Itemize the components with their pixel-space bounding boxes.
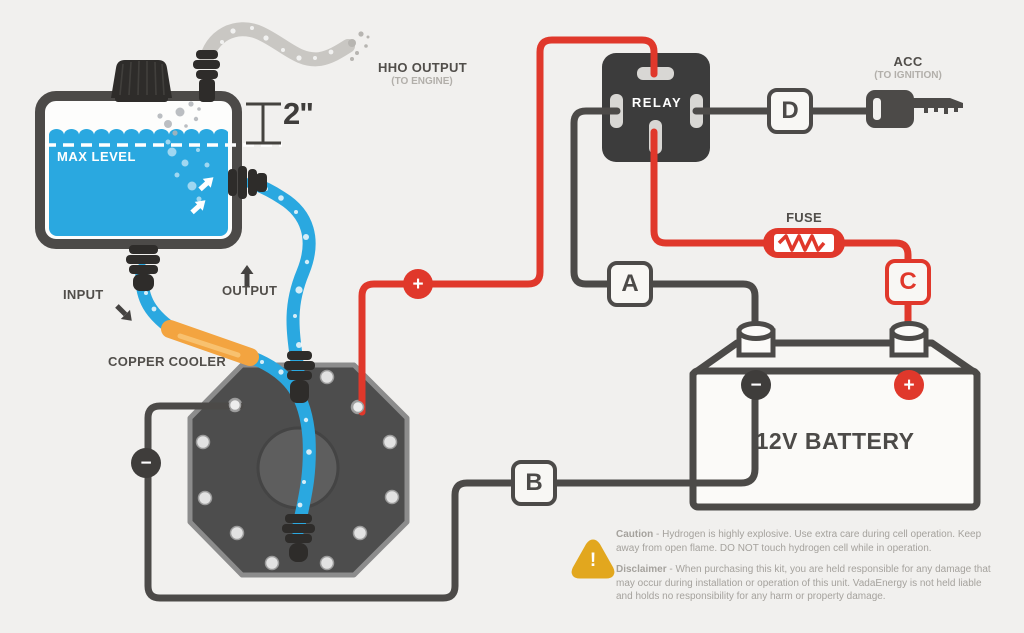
copper-cooler-label: COPPER COOLER	[108, 354, 227, 369]
tank-cap	[111, 60, 172, 102]
connection-point-c: C	[885, 259, 931, 305]
flow-arrow-icon	[198, 177, 214, 192]
hho-cell	[187, 362, 410, 578]
ignition-key-icon	[866, 90, 963, 128]
cell-bottom-fitting	[282, 514, 315, 562]
input-label: INPUT	[63, 287, 104, 302]
fuse-label: FUSE	[786, 210, 822, 225]
hho-outlet-fitting	[193, 50, 220, 102]
connection-point-a: A	[607, 261, 653, 307]
caution-title: Caution	[616, 529, 654, 540]
water-bubbles	[165, 139, 210, 202]
max-level-label: MAX LEVEL	[57, 149, 136, 164]
wire-cell-positive-to-relay	[358, 36, 658, 416]
cell-center	[256, 426, 340, 510]
output-arrow-icon	[240, 265, 254, 286]
positive-wire-badge: +	[403, 269, 433, 299]
negative-wire-badge: −	[131, 448, 161, 478]
disclaimer-body: - When purchasing this kit, you are held…	[616, 564, 991, 602]
cell-terminals	[228, 398, 365, 414]
hho-gas-tube	[199, 22, 370, 69]
tank-output-fitting	[228, 166, 267, 199]
connection-point-d: D	[767, 88, 813, 134]
battery-positive-badge: +	[894, 370, 924, 400]
battery-label: 12V BATTERY	[755, 428, 915, 454]
tank-input-fitting	[126, 245, 160, 291]
water	[49, 129, 228, 236]
warning-triangle-icon	[571, 539, 615, 579]
output-tube	[245, 176, 316, 377]
reservoir-tank	[35, 91, 282, 249]
output-label: OUTPUT	[222, 283, 278, 298]
caution-note: Caution - Hydrogen is highly explosive. …	[616, 528, 998, 555]
battery-terminals	[736, 321, 929, 358]
caution-body: - Hydrogen is highly explosive. Use extr…	[616, 529, 982, 554]
rising-bubbles	[157, 101, 201, 136]
gas-spray	[348, 31, 370, 61]
acc-sublabel: (TO IGNITION)	[874, 70, 942, 81]
fill-gap-label: 2"	[283, 96, 314, 131]
battery-negative-badge: −	[741, 370, 771, 400]
relay-label: RELAY	[631, 95, 683, 110]
wire-relay-to-battery-negative	[570, 107, 759, 340]
fuse-icon	[763, 228, 845, 258]
gap-bracket	[246, 102, 281, 145]
disclaimer-note: Disclaimer - When purchasing this kit, y…	[616, 563, 998, 604]
hho-output-label: HHO OUTPUT	[378, 60, 467, 75]
hho-output-sublabel: (TO ENGINE)	[391, 76, 453, 87]
disclaimer-title: Disclaimer	[616, 564, 667, 575]
warning-exclamation: !	[589, 550, 597, 571]
input-arrow-icon	[115, 304, 132, 321]
wire-cell-negative-to-battery	[144, 396, 759, 602]
cell-top-fitting	[284, 351, 315, 403]
acc-label: ACC	[893, 54, 923, 69]
connection-point-b: B	[511, 460, 557, 506]
fittings	[111, 50, 315, 562]
notes-block: Caution - Hydrogen is highly explosive. …	[616, 528, 998, 612]
flow-arrow-icon	[190, 200, 206, 215]
